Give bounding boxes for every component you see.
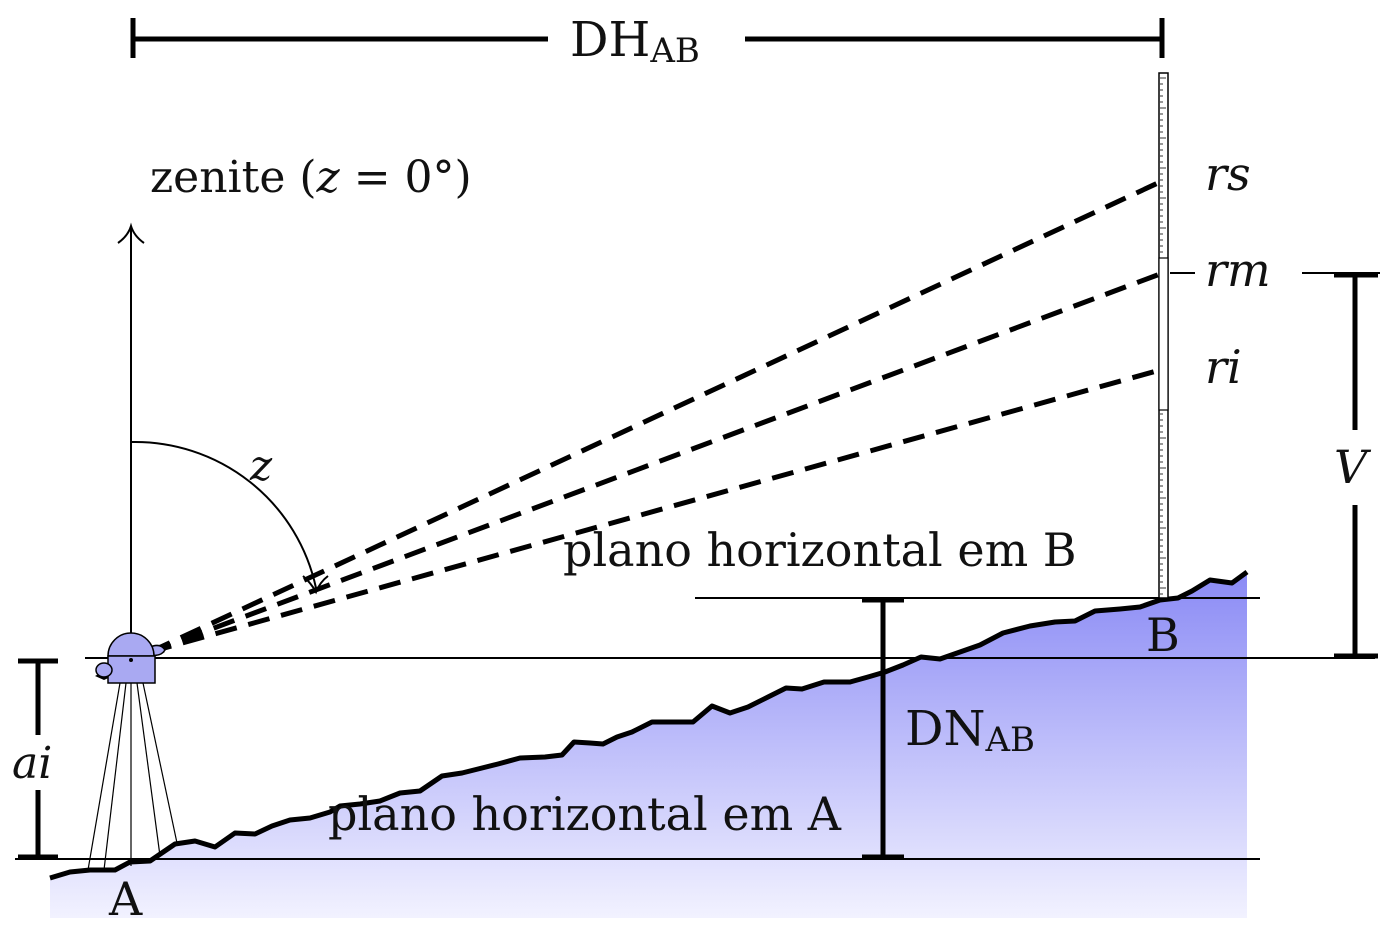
dn-dimension [862, 597, 904, 860]
terrain-profile [49, 569, 1249, 881]
ai-dimension [18, 658, 58, 860]
plane-b-label: plano horizontal em B [563, 523, 1077, 577]
sight-line-rs [148, 179, 1162, 655]
plane-a-label: plano horizontal em A [328, 787, 842, 841]
v-label: V [1334, 440, 1372, 494]
zenith-angle-label: z [249, 441, 273, 490]
theodolite-icon [95, 632, 166, 684]
dh-dimension [130, 18, 1165, 58]
zenith-label: zenite (z = 0°) [150, 152, 472, 203]
rs-label: rs [1205, 147, 1251, 201]
ri-label: ri [1205, 340, 1242, 394]
zenith-angle-arc [130, 440, 317, 589]
sight-line-ri [149, 367, 1161, 655]
sight-lines [148, 179, 1162, 655]
v-dimension [1334, 272, 1378, 659]
leveling-staff [1158, 72, 1169, 599]
tripod [87, 682, 178, 871]
dn-label: DNAB [905, 701, 1035, 760]
dh-label: DHAB [570, 12, 700, 71]
sight-line-rm [149, 271, 1161, 655]
point-a-label: A [108, 872, 143, 926]
zenith-arrowhead [117, 222, 145, 244]
point-b-label: B [1146, 608, 1180, 662]
ai-label: ai [12, 738, 52, 789]
rm-label: rm [1205, 243, 1271, 297]
